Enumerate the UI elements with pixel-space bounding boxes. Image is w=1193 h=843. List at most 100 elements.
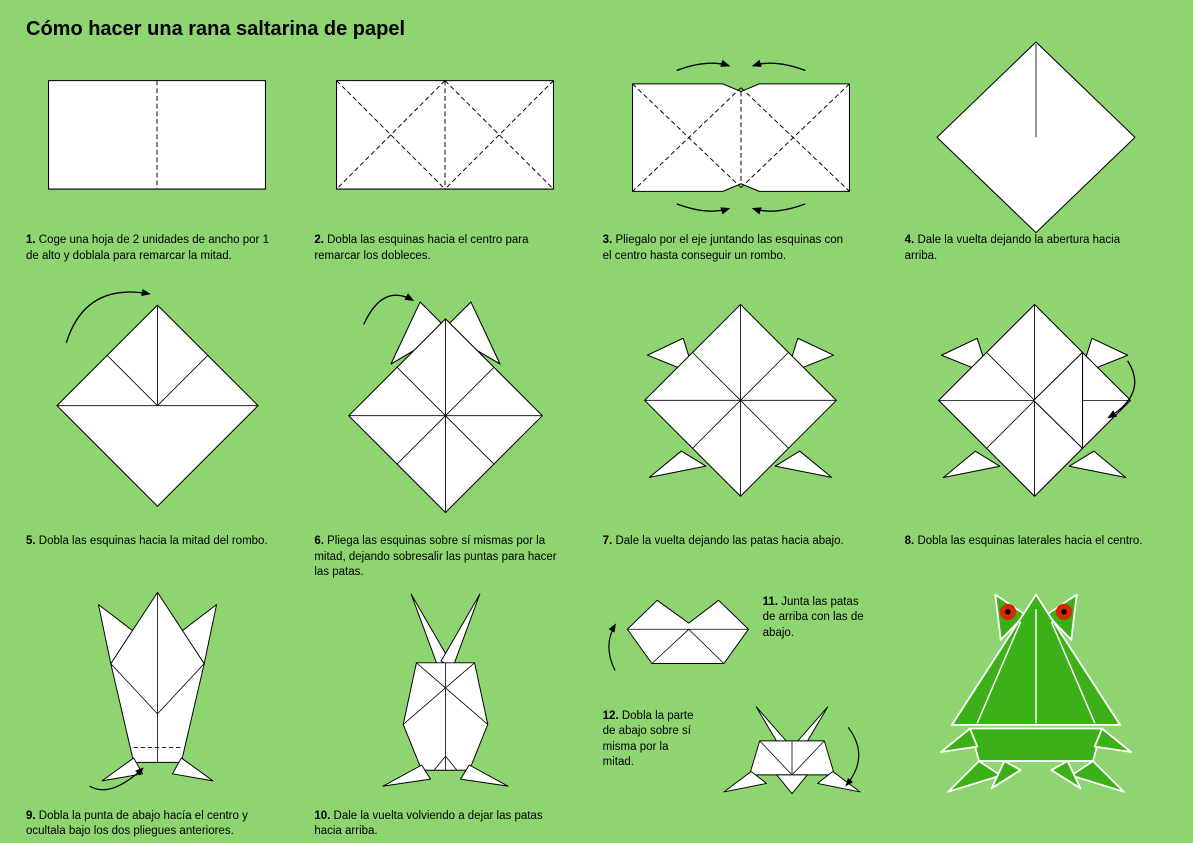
fold-arrow — [844, 726, 859, 787]
finished-frog — [939, 593, 1132, 793]
finished-frog-diagram — [903, 581, 1169, 801]
step-11-caption: 11. Junta las patas de arriba con las de… — [763, 595, 873, 642]
step-10-diagram — [312, 581, 578, 801]
step-1: 1. Coge una hoja de 2 unidades de ancho … — [24, 47, 290, 264]
paper-profile — [626, 599, 749, 664]
fold-arrows — [676, 59, 806, 215]
step-5: 5. Dobla las esquinas hacia la mitad del… — [24, 264, 290, 581]
frog-body-diagram — [89, 592, 217, 791]
crease-lines — [402, 662, 489, 772]
front-legs — [410, 594, 481, 670]
step-10-number: 10. — [314, 809, 331, 822]
step-12-number: 12. — [602, 709, 619, 722]
step-5-number: 5. — [26, 535, 36, 548]
step-7-text: Dale la vuelta dejando las patas hacia a… — [615, 535, 844, 548]
step-3: 3. Pliegalo por el eje juntando las esqu… — [601, 47, 881, 264]
step-5-diagram — [24, 264, 290, 526]
step-1-number: 1. — [26, 234, 36, 246]
step-7: 7. Dale la vuelta dejando las patas haci… — [601, 264, 881, 581]
step-3-caption: 3. Pliegalo por el eje juntando las esqu… — [603, 233, 849, 264]
step-4: 4. Dale la vuelta dejando la abertura ha… — [903, 41, 1169, 264]
feet-points — [382, 764, 509, 788]
step-9-number: 9. — [26, 809, 36, 822]
step-6-text: Pliega las esquinas sobre sí mismas por … — [314, 535, 557, 579]
step-7-number: 7. — [602, 535, 613, 548]
frog-standing-diagram — [382, 594, 509, 788]
leg-points-diagram — [348, 293, 543, 514]
fold-arrow — [1107, 360, 1136, 419]
left-eye — [999, 603, 1016, 621]
crease-lines — [56, 305, 258, 407]
step-9-text: Dobla la punta de abajo hacía el centro … — [26, 809, 248, 838]
step-4-caption: 4. Dale la vuelta dejando la abertura ha… — [905, 233, 1151, 264]
step-10-text: Dale la vuelta volviendo a dejar las pat… — [314, 809, 543, 838]
step-2: 2. Dobla las esquinas hacia el centro pa… — [312, 47, 578, 264]
side-view-diagram — [607, 599, 749, 671]
fold-arrow — [89, 767, 144, 791]
step-4-diagram — [903, 41, 1169, 233]
step-7-diagram — [601, 264, 881, 526]
crease-lines — [626, 628, 749, 664]
side-points — [939, 727, 1132, 753]
step-11-diagram — [601, 581, 759, 691]
step-9-diagram — [24, 581, 290, 801]
crease-lines — [110, 592, 205, 763]
step-4-text: Dale la vuelta dejando la abertura hacia… — [904, 234, 1121, 262]
crease-pattern-diagram — [336, 80, 555, 190]
step-1-diagram — [24, 47, 290, 225]
fold-arrow — [65, 289, 151, 344]
step-5-text: Dobla las esquinas hacia la mitad del ro… — [38, 535, 268, 548]
step-9: 9. Dobla la punta de abajo hacía el cent… — [24, 581, 290, 840]
feet-points — [101, 757, 214, 782]
step-12: 12. Dobla la parte de abajo sobre sí mis… — [601, 695, 881, 836]
step-11: 11. Junta las patas de arriba con las de… — [601, 581, 881, 691]
step-8: 8. Dobla las esquinas laterales hacia el… — [903, 264, 1169, 581]
diamond-legs-diagram — [644, 303, 838, 497]
frog-body — [968, 727, 1103, 763]
right-eye — [1055, 603, 1072, 621]
fold-arrow — [607, 622, 616, 671]
page-title: Cómo hacer una rana saltarina de papel — [26, 18, 406, 40]
step-11-text: Junta las patas de arriba con las de aba… — [762, 595, 864, 639]
step-2-diagram — [312, 47, 578, 225]
step-2-number: 2. — [314, 234, 324, 246]
final-fold-diagram — [723, 706, 861, 794]
steps-11-12: 11. Junta las patas de arriba con las de… — [601, 581, 881, 840]
step-9-caption: 9. Dobla la punta de abajo hacía el cent… — [26, 809, 272, 840]
step-10: 10. Dale la vuelta volviendo a dejar las… — [312, 581, 578, 840]
collapse-fold-diagram — [631, 59, 850, 215]
step-2-text: Dobla las esquinas hacia el centro para … — [314, 234, 529, 262]
step-3-diagram — [601, 47, 881, 225]
finished-frog-cell — [903, 581, 1169, 840]
step-6-caption: 6. Pliega las esquinas sobre sí mismas p… — [314, 534, 560, 581]
step-1-caption: 1. Coge una hoja de 2 unidades de ancho … — [26, 233, 272, 264]
step-8-number: 8. — [904, 535, 915, 548]
step-1-text: Coge una hoja de 2 unidades de ancho por… — [26, 234, 269, 262]
crease-lines — [336, 80, 555, 190]
step-4-number: 4. — [904, 234, 915, 246]
crease-lines — [759, 740, 825, 776]
step-6: 6. Pliega las esquinas sobre sí mismas p… — [312, 264, 578, 581]
step-7-caption: 7. Dale la vuelta dejando las patas haci… — [603, 534, 849, 550]
steps-grid: 1. Coge una hoja de 2 unidades de ancho … — [24, 41, 1169, 840]
step-5-caption: 5. Dobla las esquinas hacia la mitad del… — [26, 534, 272, 550]
front-feet — [990, 760, 1082, 790]
fold-arrow — [363, 293, 415, 326]
back-feet — [947, 760, 1125, 793]
step-3-text: Pliegalo por el eje juntando las esquina… — [602, 234, 844, 262]
step-12-diagram — [707, 695, 877, 836]
step-3-number: 3. — [602, 234, 613, 246]
step-8-text: Dobla las esquinas laterales hacia el ce… — [917, 535, 1143, 548]
head-creases — [976, 609, 1096, 724]
step-12-text: Dobla la parte de abajo sobre sí misma p… — [602, 709, 694, 769]
step-6-number: 6. — [314, 535, 324, 548]
step-12-caption: 12. Dobla la parte de abajo sobre sí mis… — [603, 709, 703, 771]
front-legs — [755, 706, 828, 745]
crease-lines — [348, 319, 543, 513]
step-2-caption: 2. Dobla las esquinas hacia el centro pa… — [314, 233, 560, 264]
diamond-diagram — [936, 41, 1136, 233]
step-8-diagram — [903, 264, 1169, 526]
step-10-caption: 10. Dale la vuelta volviendo a dejar las… — [314, 809, 560, 840]
step-8-caption: 8. Dobla las esquinas laterales hacia el… — [905, 534, 1151, 550]
